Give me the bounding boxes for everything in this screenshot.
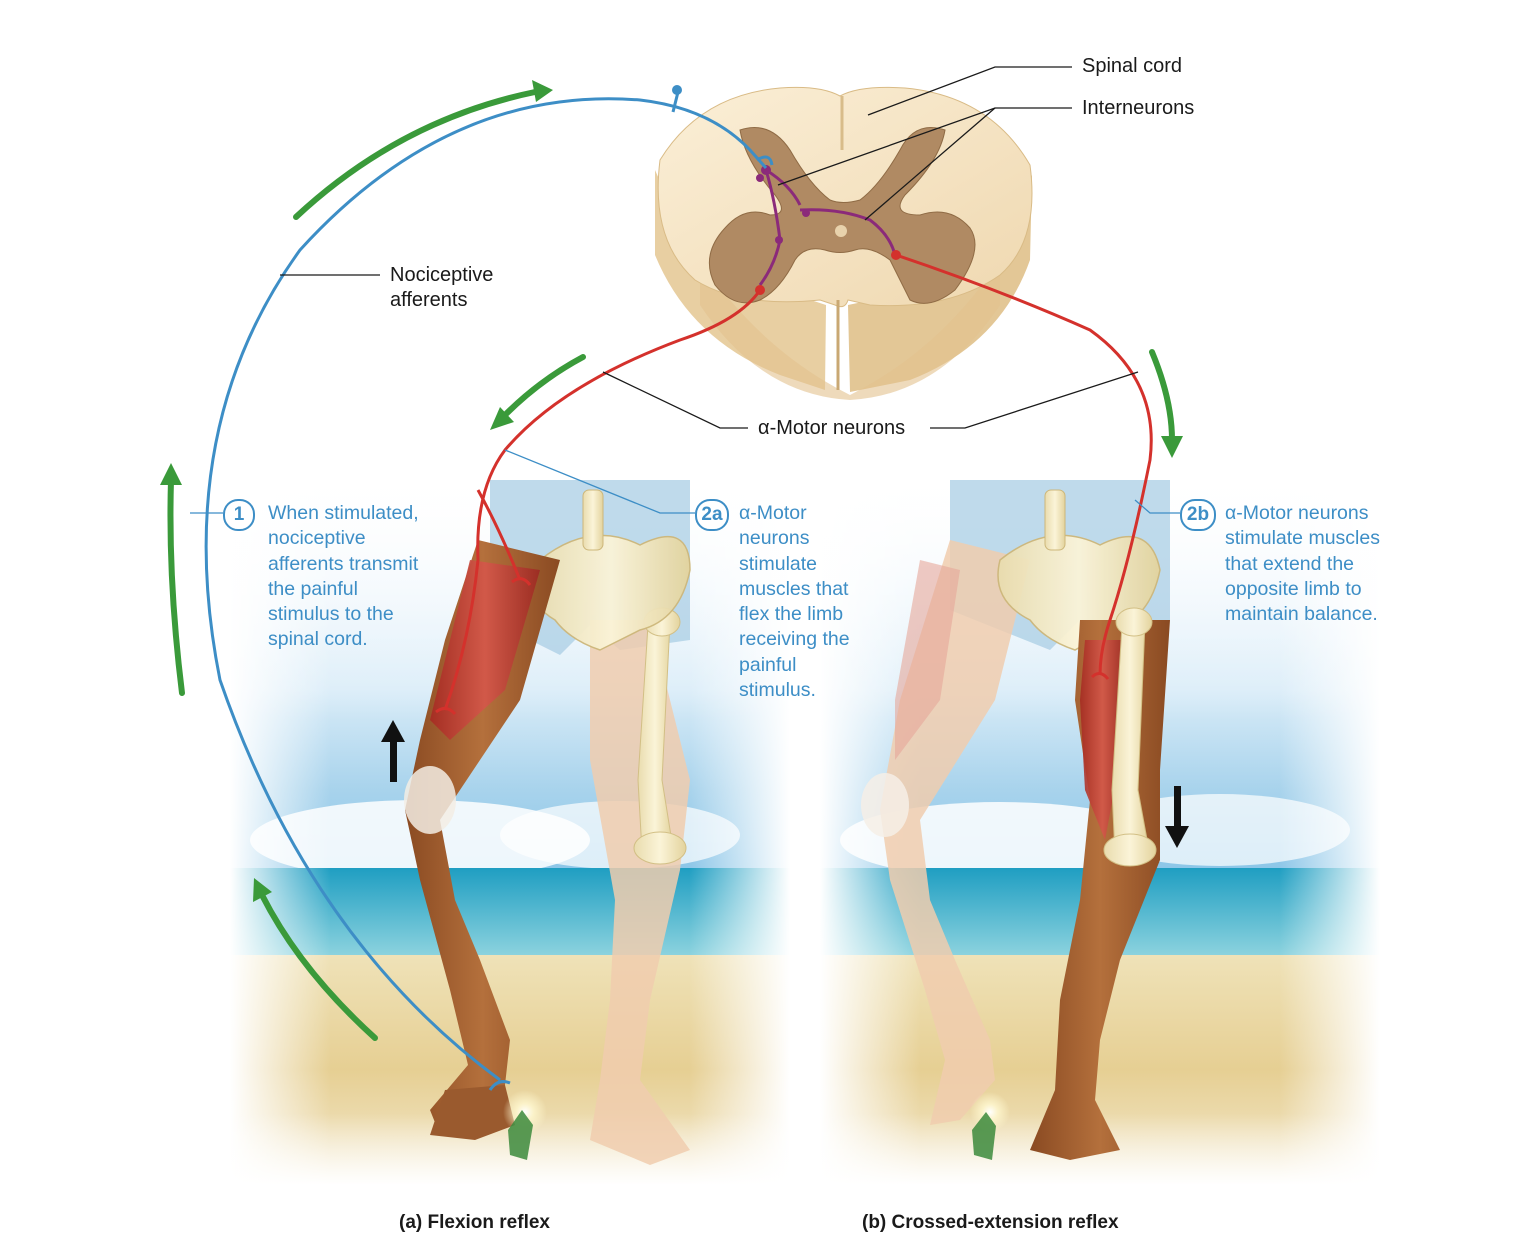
step-2b-text: α-Motor neurons stimulate muscles that e…: [1225, 501, 1380, 627]
nociceptive-afferent: [204, 85, 774, 1091]
step-line: α-Motor neurons: [1225, 502, 1369, 524]
legs-flexion: [404, 480, 691, 1165]
label-nociceptive-afferents: Nociceptive afferents: [390, 263, 493, 313]
caption-flexion-reflex: (a) Flexion reflex: [399, 1212, 550, 1233]
label-motor-neurons: α-Motor neurons: [758, 417, 906, 439]
step-line: spinal cord.: [268, 628, 368, 651]
label-nociceptive-line-1: Nociceptive: [390, 264, 494, 286]
step-line: the painful: [268, 577, 358, 600]
step-line: muscles that: [739, 577, 849, 600]
step-line: stimulate muscles: [1225, 527, 1380, 550]
label-nociceptive-line-2: afferents: [390, 289, 468, 311]
step-line: neurons: [739, 527, 810, 550]
step-line: stimulus to the: [268, 603, 394, 626]
step-1-badge: 1: [223, 499, 255, 531]
step-line: afferents transmit: [268, 552, 419, 575]
step-line: that extend the: [1225, 552, 1355, 575]
flow-arrows: [160, 80, 1183, 1041]
label-spinal-cord: Spinal cord: [1082, 55, 1183, 77]
step-line: maintain balance.: [1225, 603, 1378, 626]
step-line: α-Motor: [739, 502, 807, 524]
caption-crossed-extension-reflex: (b) Crossed-extension reflex: [862, 1212, 1119, 1233]
label-interneurons: Interneurons: [1082, 97, 1195, 119]
step-line: flex the limb: [739, 603, 844, 626]
step-connectors: [190, 449, 1180, 514]
step-line: When stimulated,: [268, 502, 419, 524]
step-line: stimulate: [739, 552, 818, 575]
spinal-cord: [655, 86, 1033, 400]
interneurons: [756, 165, 897, 286]
step-line: painful: [739, 653, 797, 676]
step-2a-badge: 2a: [695, 499, 729, 531]
step-line: opposite limb to: [1225, 577, 1362, 600]
movement-arrows: [381, 720, 1189, 848]
leader-lines: [280, 66, 1139, 429]
step-1-text: When stimulated, nociceptive afferents t…: [268, 501, 419, 653]
step-2b-badge: 2b: [1180, 499, 1216, 531]
step-line: nociceptive: [268, 527, 366, 550]
step-2a-text: α-Motor neurons stimulate muscles that f…: [739, 501, 850, 703]
step-line: receiving the: [739, 628, 850, 651]
step-line: stimulus.: [739, 679, 816, 702]
